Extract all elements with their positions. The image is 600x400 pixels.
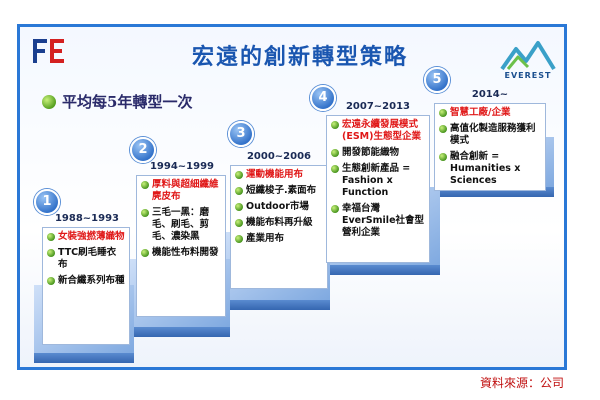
list-item: 融合創新 = Humanities x Sciences bbox=[439, 151, 541, 187]
step-5-number: 5 bbox=[424, 67, 450, 93]
step-1-card: 女裝強撚薄織物 TTC刷毛睡衣布 新合纖系列布種 bbox=[42, 227, 130, 345]
step-2-card: 厚料與超細纖維麂皮布 三毛一黑：磨毛、刷毛、剪毛、濃染黑 機能性布料開發 bbox=[136, 175, 226, 317]
list-item: 幸福台灣 EverSmile社會型營利企業 bbox=[331, 203, 425, 239]
step-5-years: 2014~ bbox=[471, 89, 509, 100]
step-1-years: 1988~1993 bbox=[54, 213, 120, 224]
list-item: 智慧工廠/企業 bbox=[439, 107, 541, 119]
everest-mountain-icon bbox=[500, 41, 556, 71]
subtitle: 平均每5年轉型一次 bbox=[62, 93, 193, 111]
green-bullet-icon bbox=[331, 205, 339, 213]
step-3-years: 2000~2006 bbox=[246, 151, 312, 162]
green-bullet-icon bbox=[235, 171, 243, 179]
step-2-riser bbox=[128, 327, 230, 337]
step-4-card: 宏遠永續發展模式(ESM)生態型企業 開發節能織物 生態創新產品 = Fashi… bbox=[326, 115, 430, 263]
step-1-number: 1 bbox=[34, 189, 60, 215]
green-bullet-icon bbox=[235, 203, 243, 211]
step-4-years: 2007~2013 bbox=[345, 101, 411, 112]
list-item: 短纖梭子.素面布 bbox=[235, 185, 323, 197]
green-bullet-icon bbox=[439, 125, 447, 133]
green-bullet-icon bbox=[141, 181, 149, 189]
green-bullet-icon bbox=[235, 235, 243, 243]
list-item: 女裝強撚薄織物 bbox=[47, 231, 125, 243]
step-5-card: 智慧工廠/企業 高值化製造服務獲利模式 融合創新 = Humanities x … bbox=[434, 103, 546, 191]
list-item: 三毛一黑：磨毛、刷毛、剪毛、濃染黑 bbox=[141, 207, 221, 243]
green-bullet-icon bbox=[42, 94, 56, 109]
green-bullet-icon bbox=[141, 209, 149, 217]
list-item: Outdoor市場 bbox=[235, 201, 323, 213]
step-4-riser bbox=[320, 265, 440, 275]
source-note: 資料來源：公司 bbox=[480, 376, 565, 390]
green-bullet-icon bbox=[47, 249, 55, 257]
step-3-number: 3 bbox=[228, 121, 254, 147]
step-2-years: 1994~1999 bbox=[149, 161, 215, 172]
step-2-number: 2 bbox=[130, 137, 156, 163]
page-title: 宏遠的創新轉型策略 bbox=[191, 44, 408, 70]
green-bullet-icon bbox=[331, 149, 339, 157]
list-item: 機能布料再升級 bbox=[235, 217, 323, 229]
step-1-riser bbox=[34, 353, 134, 363]
green-bullet-icon bbox=[439, 109, 447, 117]
list-item: 生態創新產品 = Fashion x Function bbox=[331, 163, 425, 199]
subtitle-row: 平均每5年轉型一次 bbox=[42, 91, 192, 112]
everest-logo-text: EVEREST bbox=[504, 71, 552, 80]
step-4-number: 4 bbox=[310, 85, 336, 111]
list-item: 宏遠永續發展模式(ESM)生態型企業 bbox=[331, 119, 425, 143]
list-item: 運動機能用布 bbox=[235, 169, 323, 181]
step-3-riser bbox=[220, 300, 330, 310]
green-bullet-icon bbox=[235, 187, 243, 195]
green-bullet-icon bbox=[47, 277, 55, 285]
list-item: 機能性布料開發 bbox=[141, 247, 221, 259]
list-item: TTC刷毛睡衣布 bbox=[47, 247, 125, 271]
green-bullet-icon bbox=[235, 219, 243, 227]
green-bullet-icon bbox=[331, 165, 339, 173]
green-bullet-icon bbox=[141, 249, 149, 257]
step-3-card: 運動機能用布 短纖梭子.素面布 Outdoor市場 機能布料再升級 產業用布 bbox=[230, 165, 328, 289]
list-item: 高值化製造服務獲利模式 bbox=[439, 123, 541, 147]
list-item: 產業用布 bbox=[235, 233, 323, 245]
list-item: 開發節能織物 bbox=[331, 147, 425, 159]
list-item: 厚料與超細纖維麂皮布 bbox=[141, 179, 221, 203]
slide-frame: 宏遠的創新轉型策略 EVEREST 平均每5年轉型一次 bbox=[17, 24, 567, 370]
green-bullet-icon bbox=[331, 121, 339, 129]
green-bullet-icon bbox=[439, 153, 447, 161]
fe-logo-icon bbox=[33, 39, 64, 63]
list-item: 新合纖系列布種 bbox=[47, 275, 125, 287]
green-bullet-icon bbox=[47, 233, 55, 241]
